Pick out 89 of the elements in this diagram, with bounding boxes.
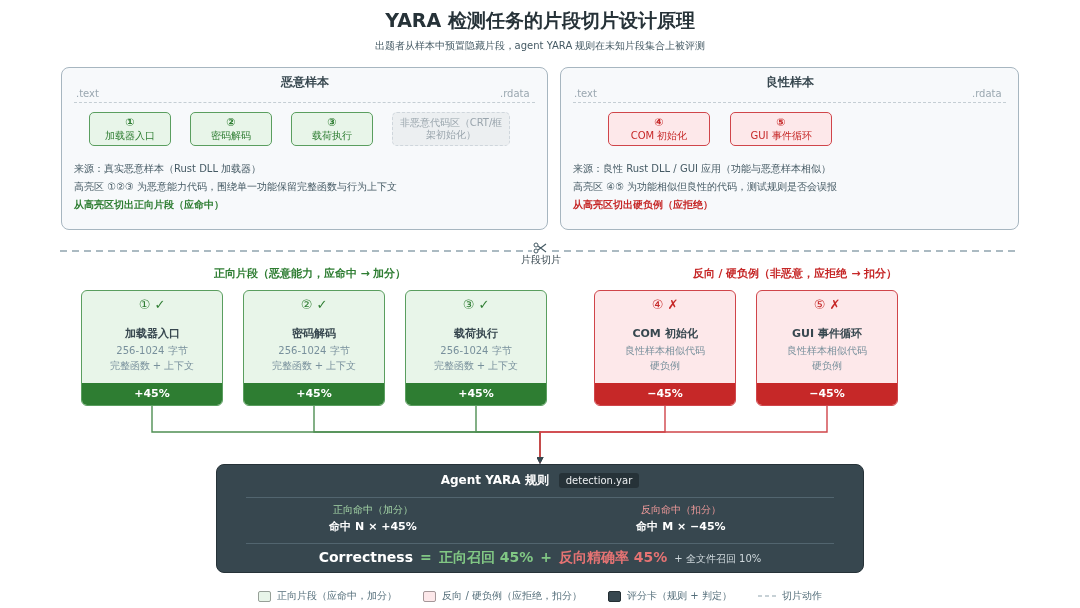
score-band: −45% — [757, 383, 897, 405]
fragment-detail: 256-1024 字节 — [439, 344, 513, 358]
fragment-card — [243, 290, 385, 406]
score-band: +45% — [406, 383, 546, 405]
status-mark: ✗ — [829, 297, 841, 312]
sample-panel — [560, 67, 1019, 230]
section-name: .text — [574, 88, 597, 99]
section-name: .rdata — [972, 88, 1002, 99]
fragment-title: 密码解码 — [291, 326, 337, 341]
file-name-tag: detection.yar — [558, 473, 640, 488]
region-name: GUI 事件循环 — [750, 129, 812, 143]
fragment-number: ④ — [651, 297, 664, 312]
subtitle: 出题者从样本中预置隐藏片段，agent YARA 规则在未知片段集合上被评测 — [374, 40, 706, 51]
code-region-box — [392, 112, 510, 146]
metric-name: Correctness — [318, 549, 414, 565]
fragment-detail: 256-1024 字节 — [277, 344, 351, 358]
region-name: COM 初始化 — [630, 129, 688, 143]
fragment-title: 加载器入口 — [123, 326, 181, 341]
code-region-box — [291, 112, 373, 146]
section-heading: 正向片段（恶意能力，应命中 → 加分） — [213, 268, 407, 281]
fragment-card — [594, 290, 736, 406]
fragment-title: GUI 事件循环 — [791, 326, 863, 341]
fragment-detail: 完整函数 + 上下文 — [432, 359, 520, 373]
section-name: .rdata — [500, 88, 530, 99]
region-name: 密码解码 — [211, 129, 251, 143]
note-text: 来源：良性 Rust DLL / GUI 应用（功能与恶意样本相似） — [573, 162, 832, 176]
region-number: ⑤ — [776, 115, 786, 130]
fragment-number: ⑤ — [813, 297, 826, 312]
code-region-box — [89, 112, 171, 146]
region-name: 加载器入口 — [105, 129, 155, 143]
score-note: + 全文件召回 10% — [674, 552, 762, 566]
score-band: −45% — [595, 383, 735, 405]
fragment-detail: 完整函数 + 上下文 — [108, 359, 196, 373]
fragment-number: ② — [300, 297, 313, 312]
score-band: +45% — [244, 383, 384, 405]
legend-label: 反向 / 硬负例（应拒绝，扣分） — [442, 589, 582, 603]
status-mark: ✓ — [316, 297, 328, 312]
sample-panel — [61, 67, 548, 230]
fragment-detail: 硬负例 — [649, 359, 681, 373]
fragment-detail: 良性样本相似代码 — [624, 344, 706, 358]
equals-sign: = — [420, 549, 432, 565]
fragment-detail: 硬负例 — [811, 359, 843, 373]
fragment-card — [756, 290, 898, 406]
note-text: 高亮区 ④⑤ 为功能相似但良性的代码，测试规则是否会误报 — [573, 180, 838, 194]
score-term: 正向召回 45% — [438, 549, 534, 567]
legend-label: 评分卡（规则 + 判定） — [627, 589, 732, 603]
section-heading: 反向 / 硬负例（非恶意，应拒绝 → 扣分） — [692, 268, 898, 281]
region-number: ① — [125, 115, 135, 130]
fragment-title: 载荷执行 — [453, 326, 499, 341]
hit-label: 反向命中（扣分） — [640, 503, 722, 517]
status-mark: ✓ — [478, 297, 490, 312]
status-mark: ✗ — [667, 297, 679, 312]
panel-title: 良性样本 — [764, 74, 815, 91]
divider-label: 片段切片 — [521, 254, 561, 265]
note-text: 高亮区 ①②③ 为恶意能力代码，围绕单一功能保留完整函数与行为上下文 — [74, 180, 398, 194]
fragment-number: ③ — [462, 297, 475, 312]
legend-label: 正向片段（应命中，加分） — [277, 589, 398, 603]
region-number: ③ — [327, 115, 337, 130]
connector-arrow — [536, 405, 828, 464]
fragment-detail: 良性样本相似代码 — [786, 344, 868, 358]
section-name: .text — [76, 88, 99, 99]
panel-title: 恶意样本 — [279, 74, 330, 91]
region-number: ④ — [654, 115, 664, 130]
note-text: 从高亮区切出硬负例（应拒绝） — [573, 198, 713, 212]
plus-sign: + — [540, 549, 552, 565]
region-name: 载荷执行 — [312, 129, 352, 143]
hit-label: 正向命中（加分） — [332, 503, 414, 517]
score-band: +45% — [82, 383, 222, 405]
fragment-detail: 完整函数 + 上下文 — [270, 359, 358, 373]
region-number: ② — [226, 115, 236, 130]
scorecard-panel — [216, 464, 864, 573]
score-term: 反向精确率 45% — [558, 549, 668, 567]
region-name: 非恶意代码区（CRT/框架初始化） — [399, 116, 503, 142]
hit-formula: 命中 M × −45% — [635, 519, 727, 534]
code-region-box — [190, 112, 272, 146]
note-text: 从高亮区切出正向片段（应命中） — [74, 198, 224, 212]
status-mark: ✓ — [154, 297, 166, 312]
fragment-title: COM 初始化 — [631, 326, 699, 341]
fragment-number: ① — [138, 297, 151, 312]
fragment-card — [405, 290, 547, 406]
code-region-box — [730, 112, 832, 146]
fragment-detail: 256-1024 字节 — [115, 344, 189, 358]
legend-label: 切片动作 — [781, 589, 822, 603]
hit-formula: 命中 N × +45% — [328, 519, 418, 534]
diagram-title: YARA 检测任务的片段切片设计原理 — [384, 8, 696, 33]
scorecard-title: Agent YARA 规则 — [440, 472, 549, 489]
fragment-card — [81, 290, 223, 406]
note-text: 来源：真实恶意样本（Rust DLL 加载器） — [74, 162, 262, 176]
code-region-box — [608, 112, 710, 146]
